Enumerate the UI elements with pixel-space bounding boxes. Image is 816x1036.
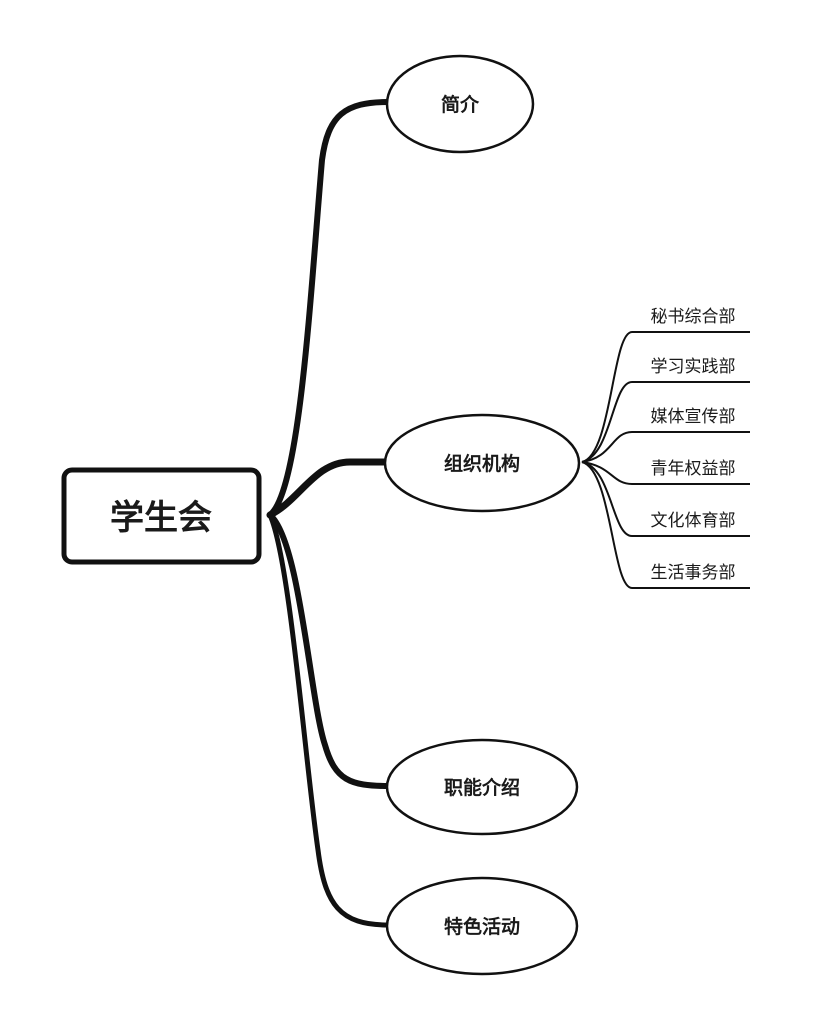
sub-node-6: 生活事务部 bbox=[651, 563, 736, 583]
branch-label-duties: 职能介绍 bbox=[444, 776, 520, 799]
branch-label-intro: 简介 bbox=[441, 93, 480, 116]
connector-sub-3 bbox=[581, 431, 750, 463]
sub-nodes: 秘书综合部 学习实践部 媒体宣传部 青年权益部 文化体育部 生活事务部 bbox=[651, 307, 736, 583]
branch-node-duties: 职能介绍 bbox=[385, 738, 579, 836]
connector-sub-1 bbox=[581, 331, 750, 463]
branch-label-activities: 特色活动 bbox=[444, 915, 520, 938]
branch-node-activities: 特色活动 bbox=[385, 876, 579, 976]
root-node: 学生会 bbox=[61, 467, 262, 565]
branch-node-intro: 简介 bbox=[385, 54, 535, 154]
branch-label-org: 组织机构 bbox=[444, 452, 520, 475]
sub-node-2: 学习实践部 bbox=[651, 357, 736, 377]
sub-node-3: 媒体宣传部 bbox=[651, 407, 736, 427]
sub-node-5: 文化体育部 bbox=[651, 511, 736, 531]
connector-sub-2 bbox=[581, 381, 750, 463]
connector-duties bbox=[267, 512, 391, 789]
sub-node-1: 秘书综合部 bbox=[651, 307, 736, 327]
connector-sub-5 bbox=[581, 461, 750, 537]
sub-node-4: 青年权益部 bbox=[651, 459, 736, 479]
main-connectors bbox=[266, 99, 392, 928]
sub-connectors bbox=[581, 331, 750, 589]
connector-activities bbox=[267, 512, 391, 928]
connector-intro bbox=[267, 99, 391, 518]
connector-sub-4 bbox=[581, 461, 750, 485]
connector-sub-6 bbox=[581, 461, 750, 589]
connector-org bbox=[266, 458, 392, 519]
root-label: 学生会 bbox=[110, 498, 212, 538]
branch-node-org: 组织机构 bbox=[383, 413, 581, 513]
